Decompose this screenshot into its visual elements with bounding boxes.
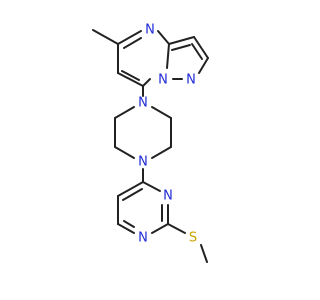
bond-c3a-c3-double — [171, 44, 191, 51]
bond-pip-3 — [151, 146, 172, 159]
bond-methyl — [92, 29, 119, 45]
bond-n7a-c7 — [142, 78, 151, 87]
bond-c7-c6-double — [121, 70, 140, 81]
atom-n1-label: N — [186, 73, 196, 88]
molecule-structure: N N N N N N N S — [92, 23, 209, 263]
bond-pip-6 — [114, 106, 135, 119]
bond-c7-c6 — [117, 72, 144, 87]
bonds — [92, 29, 209, 263]
bond-pym-6 — [142, 181, 161, 192]
bond-pip-4 — [114, 146, 135, 159]
atom-npym-right-label: N — [163, 189, 173, 204]
atom-labels: N N N N N N N S — [138, 23, 197, 246]
bond-n4-c3a — [157, 30, 170, 45]
atom-npip-bottom-label: N — [138, 155, 148, 170]
bond-c3-c2-double — [191, 43, 203, 60]
bond-pym-4 — [151, 223, 169, 234]
atom-n7a-label: N — [158, 73, 168, 88]
bond-c5-n4-double — [123, 37, 142, 49]
bond-pym-1-double — [122, 188, 143, 201]
bond-c3a-c3 — [168, 36, 195, 45]
bond-pym-3-double — [123, 220, 135, 228]
bond-c3-c2 — [193, 36, 209, 59]
bond-pym-3 — [117, 223, 135, 234]
atom-npip-top-label: N — [138, 96, 148, 111]
molecule-canvas: N N N N N N N S — [92, 22, 209, 263]
atom-npym-bottom-label: N — [138, 231, 148, 246]
atom-n4-label: N — [145, 23, 155, 38]
bond-c2-s — [167, 223, 186, 234]
bond-pip-1 — [151, 106, 172, 119]
atom-s-label: S — [189, 231, 197, 246]
bond-c2-n1 — [198, 57, 209, 74]
bond-c3a-n7a — [166, 43, 170, 69]
bond-c5-n4 — [117, 30, 142, 45]
bond-pym-1 — [117, 181, 144, 197]
bond-s-methyl — [200, 244, 208, 263]
